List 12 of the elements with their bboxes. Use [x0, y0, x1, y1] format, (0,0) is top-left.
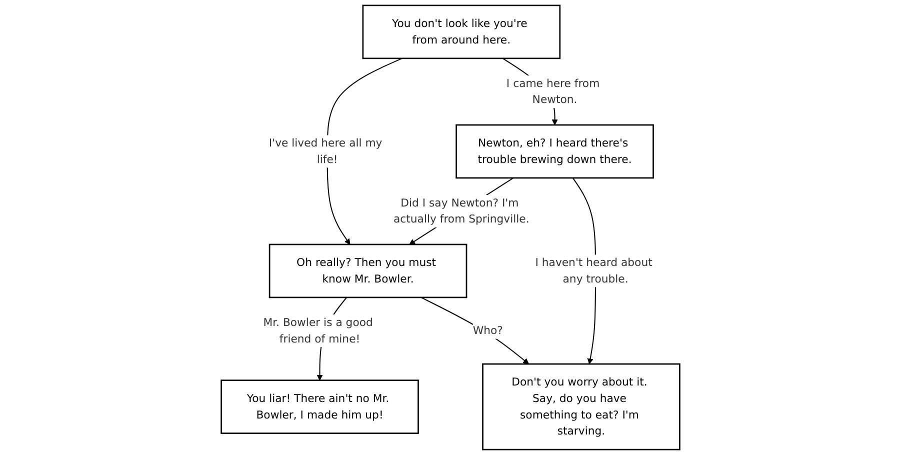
- edge-label: Who?: [472, 324, 502, 337]
- edge-label: Mr. Bowler is a good friend of mine!: [262, 316, 372, 345]
- edge-label: I came here from Newton.: [506, 76, 600, 106]
- edge-label: I haven't heard about any trouble.: [534, 256, 652, 286]
- edge-label: Did I say Newton? I'm actually from Springville.: [393, 196, 529, 226]
- node-box: Newton, eh? I heard there's trouble brewing down there.: [455, 124, 654, 179]
- node-box: You liar! There ain't no Mr. Bowler, I made him up!: [220, 380, 418, 434]
- node-box: Oh really? Then you must know Mr. Bowler.: [268, 244, 467, 298]
- edge-label: I've lived here all my life!: [268, 136, 382, 166]
- node-box: You don't look like you're from around here.: [362, 4, 560, 60]
- arrow: [420, 297, 528, 364]
- node-box: Don't you worry about it. Say, do you have something to eat? I'm starving.: [482, 363, 680, 450]
